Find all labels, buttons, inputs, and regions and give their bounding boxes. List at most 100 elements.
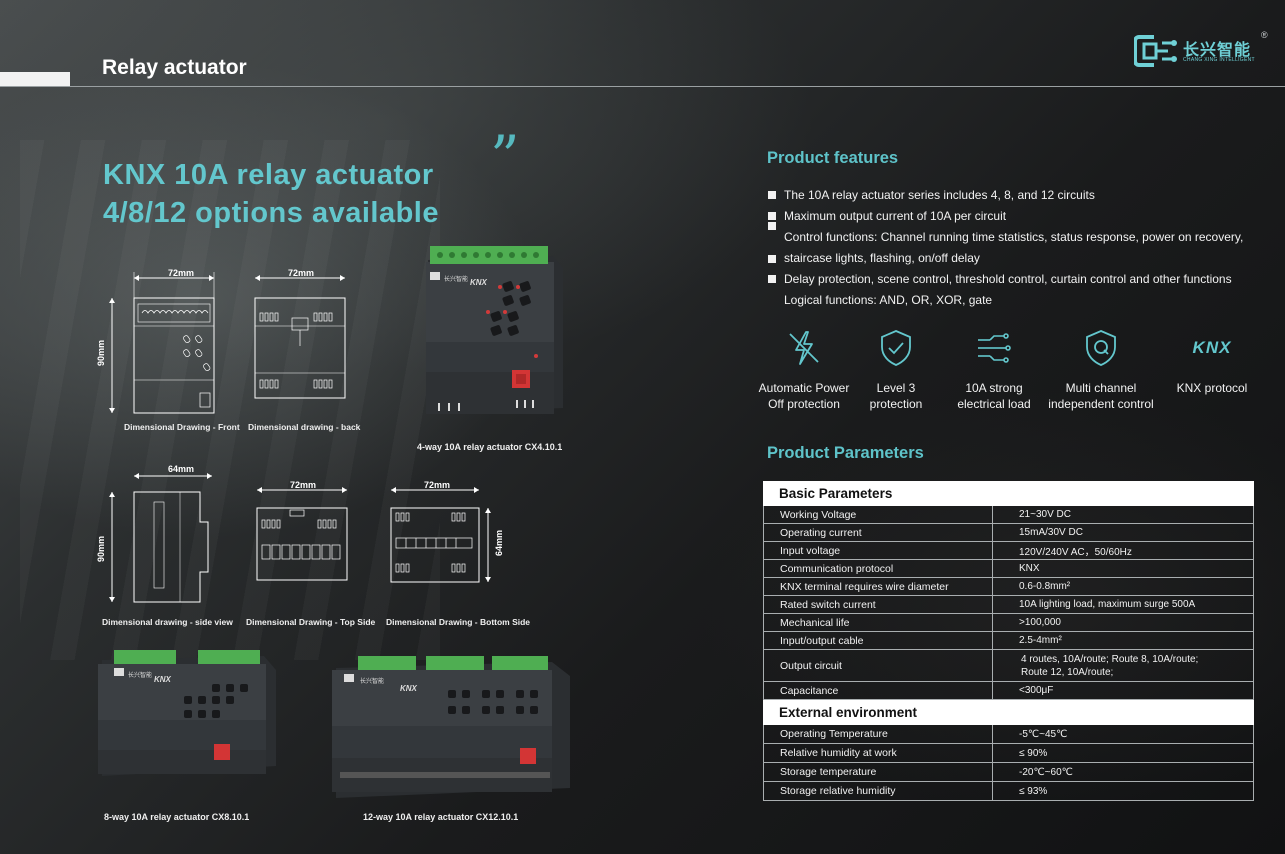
parameters-table: Basic Parameters Working Voltage 21~30V D…: [763, 481, 1254, 801]
feature-bullet: [768, 222, 776, 230]
drawing-top-outline: [256, 487, 348, 581]
icon-item-knx: KNX KNX protocol: [1157, 328, 1267, 396]
brand-name-en: CHANG XING INTELLIGENT: [1183, 57, 1255, 63]
feature-item: Maximum output current of 10A per circui…: [768, 206, 1268, 227]
icon-label-line2: protection: [869, 397, 923, 411]
icon-item-power-off: Automatic Power Off protection: [749, 328, 859, 412]
icon-label-line2: electrical load: [957, 397, 1031, 411]
headline: KNX 10A relay actuator 4/8/12 options av…: [103, 156, 439, 232]
side-width-label: 64mm: [168, 464, 195, 474]
feature-item: staircase lights, flashing, on/off delay: [784, 251, 980, 265]
param-key: Communication protocol: [764, 560, 993, 577]
drawing-bottom-caption: Dimensional Drawing - Bottom Side: [386, 617, 531, 627]
param-key: KNX terminal requires wire diameter: [764, 578, 993, 595]
param-value: 2.5-4mm²: [1019, 635, 1062, 646]
headline-line-1: KNX 10A relay actuator: [103, 159, 434, 191]
table-row: Storage relative humidity≤ 93%: [763, 782, 1254, 801]
side-height-label: 90mm: [96, 535, 107, 563]
param-value: KNX: [1019, 563, 1040, 574]
icon-item-multi-channel: Multi channel independent control: [1046, 328, 1156, 412]
feature-bullet: [768, 255, 776, 263]
table-row: Communication protocol KNX: [763, 560, 1254, 578]
brand-logo-mark-icon: [1134, 35, 1177, 67]
bottom-height-label: 64mm: [494, 529, 505, 557]
param-value: <300μF: [1019, 685, 1054, 696]
feature-icons-row: Automatic Power Off protection Level 3 p…: [752, 328, 1262, 418]
table-row: Input voltage 120V/240V AC，50/60Hz: [763, 542, 1254, 560]
param-value: -5℃~45℃: [1019, 728, 1068, 740]
top-width-label: 72mm: [290, 480, 317, 490]
drawing-front-caption: Dimensional Drawing - Front: [124, 422, 240, 432]
features-title: Product features: [767, 149, 899, 167]
param-value: 21~30V DC: [1019, 509, 1071, 520]
shield-q-icon: [1086, 330, 1116, 366]
product-12way-knx: KNX: [400, 684, 417, 693]
circuit-icon: [978, 333, 1011, 363]
drawing-back-caption: Dimensional drawing - back: [248, 422, 361, 432]
registered-mark: ®: [1261, 30, 1268, 40]
param-key: Operating Temperature: [764, 725, 993, 743]
front-height-label: 90mm: [96, 339, 107, 367]
brand-name-cn: 长兴智能: [1183, 42, 1252, 59]
param-key: Working Voltage: [764, 506, 993, 523]
param-key: Output circuit: [764, 650, 993, 681]
features-list: The 10A relay actuator series includes 4…: [768, 185, 1268, 311]
front-width-label: 72mm: [168, 268, 195, 278]
header-accent-block: [0, 72, 70, 86]
product-4way-caption: 4-way 10A relay actuator CX4.10.1: [417, 442, 563, 452]
icon-label-line1: Level 3: [876, 381, 916, 395]
drawing-side-outline: [109, 473, 212, 603]
param-key: Capacitance: [764, 682, 993, 699]
param-key: Input voltage: [764, 542, 993, 559]
page-title: Relay actuator: [102, 56, 247, 79]
param-value: >100,000: [1019, 617, 1061, 628]
icon-item-strong-load: 10A strong electrical load: [939, 328, 1049, 412]
environment-heading: External environment: [763, 700, 1254, 725]
feature-item: Control functions: Channel running time …: [784, 230, 1244, 244]
drawing-top: 72mm: [252, 480, 352, 590]
table-row: Working Voltage 21~30V DC: [763, 506, 1254, 524]
param-key: Mechanical life: [764, 614, 993, 631]
param-key: Relative humidity at work: [764, 744, 993, 762]
drawing-back-outline: [254, 275, 346, 399]
knx-logo-icon: KNX: [1192, 338, 1232, 357]
param-value: 120V/240V AC，50/60Hz: [1019, 547, 1132, 558]
product-4way-knx: KNX: [470, 278, 487, 287]
param-key: Rated switch current: [764, 596, 993, 613]
param-value-line2: Route 12, 10A/route;: [1021, 666, 1114, 678]
table-row: Relative humidity at work ≤ 90%: [763, 744, 1254, 763]
product-4way-image: 长兴智能 KNX: [408, 238, 568, 418]
product-12way-brand: 长兴智能: [360, 679, 385, 685]
drawing-side: 64mm 90mm: [96, 462, 230, 612]
back-width-label: 72mm: [288, 268, 315, 278]
parameters-title: Product Parameters: [767, 444, 924, 462]
icon-label-line2: Off protection: [768, 397, 840, 411]
drawing-bottom-outline: [390, 487, 491, 583]
drawing-top-caption: Dimensional Drawing - Top Side: [246, 617, 376, 627]
param-value-line1: 4 routes, 10A/route; Route 8, 10A/route;: [1021, 653, 1199, 665]
drawing-front: 72mm 90mm: [96, 268, 230, 418]
shield-check-icon: [881, 330, 911, 366]
product-12way-image: 长兴智能 KNX: [330, 652, 575, 802]
icon-label-line1: Automatic Power: [758, 381, 850, 395]
table-row: Capacitance <300μF: [763, 682, 1254, 700]
headline-line-2: 4/8/12 options available: [103, 197, 439, 229]
param-value: 0.6-0.8mm²: [1019, 581, 1071, 592]
feature-item: Delay protection, scene control, thresho…: [768, 269, 1268, 290]
no-power-icon: [789, 331, 819, 365]
bottom-width-label: 72mm: [424, 480, 451, 490]
param-key: Storage relative humidity: [764, 782, 993, 800]
drawing-bottom: 72mm 64mm: [386, 480, 516, 590]
param-value: 15mA/30V DC: [1019, 527, 1083, 538]
header-divider: [0, 86, 1285, 87]
table-row: Output circuit 4 routes, 10A/route; Route…: [763, 650, 1254, 682]
basic-parameters-heading: Basic Parameters: [763, 481, 1254, 506]
icon-label-line1: KNX protocol: [1176, 381, 1248, 395]
icon-label-line2: independent control: [1048, 397, 1154, 411]
feature-item: The 10A relay actuator series includes 4…: [768, 185, 1268, 206]
quote-mark: ”: [490, 123, 520, 191]
param-value: ≤ 90%: [1019, 747, 1048, 759]
